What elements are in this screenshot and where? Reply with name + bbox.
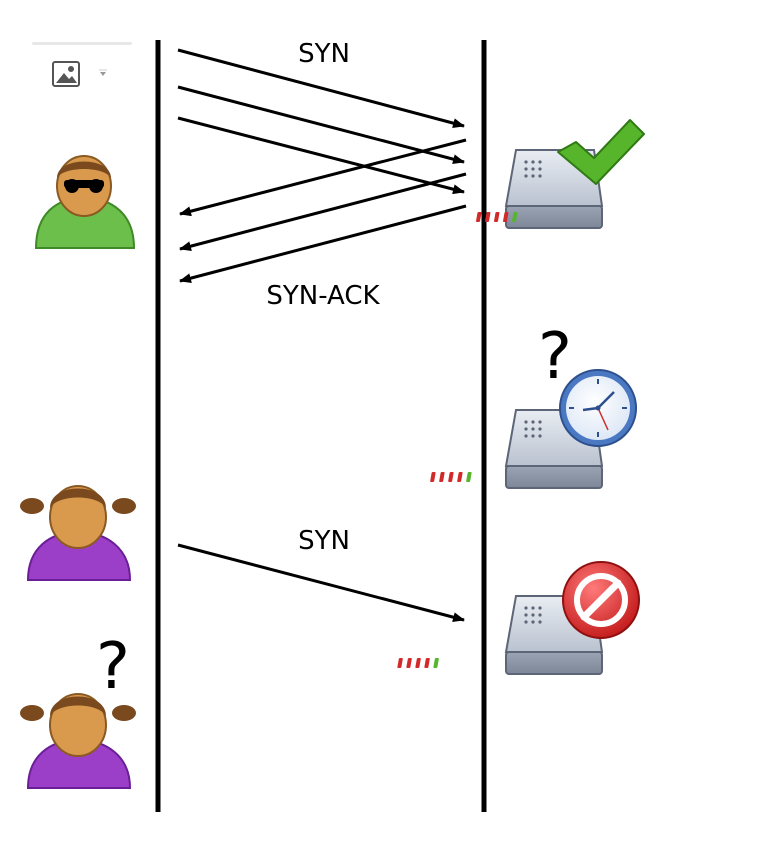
clock-icon <box>559 369 637 447</box>
syn-ack-arrow-2 <box>179 172 467 252</box>
image-toolbar <box>32 40 132 96</box>
attacker-user-icon <box>34 155 136 249</box>
server-waiting-icon <box>430 369 637 489</box>
legitimate-user-icon <box>20 485 136 581</box>
syn-ack-label: SYN-ACK <box>266 281 380 311</box>
waiting-user-icon <box>20 693 136 789</box>
syn-label-bottom: SYN <box>298 526 350 556</box>
image-options-button[interactable] <box>50 60 116 90</box>
syn-ack-arrow-3 <box>179 204 467 284</box>
syn-label-top: SYN <box>298 39 350 69</box>
server-blocked-icon <box>397 561 640 675</box>
image-icon <box>52 61 80 87</box>
syn-arrow-3 <box>177 116 465 195</box>
forbidden-icon <box>562 561 640 639</box>
server-question-mark: ? <box>538 320 572 394</box>
chevron-down-icon <box>99 69 107 76</box>
user-question-mark: ? <box>96 630 130 704</box>
syn-ack-arrows <box>179 138 467 284</box>
syn-arrow-2 <box>177 85 465 165</box>
checkmark-icon <box>557 119 645 185</box>
syn-arrow-blocked <box>177 543 465 623</box>
syn-arrows <box>177 48 465 195</box>
toolbar-divider <box>32 42 132 45</box>
syn-ack-arrow-1 <box>179 138 467 217</box>
server-accepting-icon <box>476 119 645 229</box>
syn-arrow-1 <box>177 48 465 129</box>
